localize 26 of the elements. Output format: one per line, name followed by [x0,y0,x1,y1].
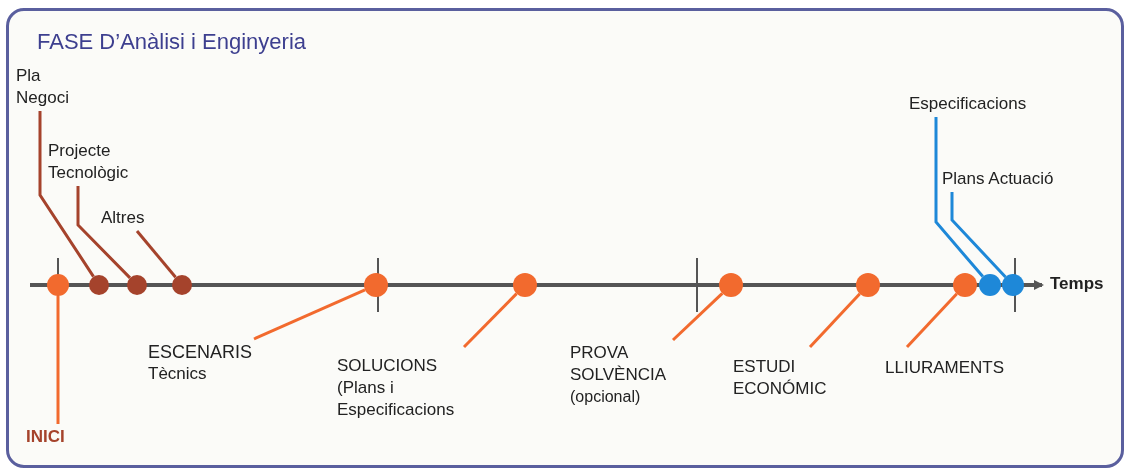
leader-line [905,292,958,349]
milestone-label: Projecte Tecnològic [48,140,148,184]
milestone-label: Plans Actuació [942,168,1054,190]
milestone-label: Pla Negoci [16,65,76,109]
milestone-label: INICI [26,426,65,448]
leader-line [135,230,177,279]
leader-line [38,111,95,278]
leader-line [462,292,518,349]
milestone-label: SOLUCIONS (Plans i Especificacions [337,355,462,421]
leader-line [950,192,1007,279]
label-note: Tècnics [148,363,208,385]
title: FASE D’Anàlisi i Enginyeria [37,31,306,53]
milestone-label: LLIURAMENTS [885,357,1005,379]
milestone-label: ESTUDI ECONÓMIC [733,356,843,400]
milestone-label: ESCENARIS [148,341,253,363]
axis-label: Temps [1050,273,1104,295]
milestone-label: Altres [101,207,145,229]
leader-line [76,186,132,279]
leader-line [56,296,60,424]
milestone-label: PROVA SOLVÈNCIA [570,342,668,386]
leader-line [671,292,724,342]
leader-line [934,117,984,278]
leader-line [808,292,861,349]
milestone-label: Especificacions [909,93,1027,115]
label-note: (opcional) [570,387,642,407]
leader-line [253,288,366,341]
